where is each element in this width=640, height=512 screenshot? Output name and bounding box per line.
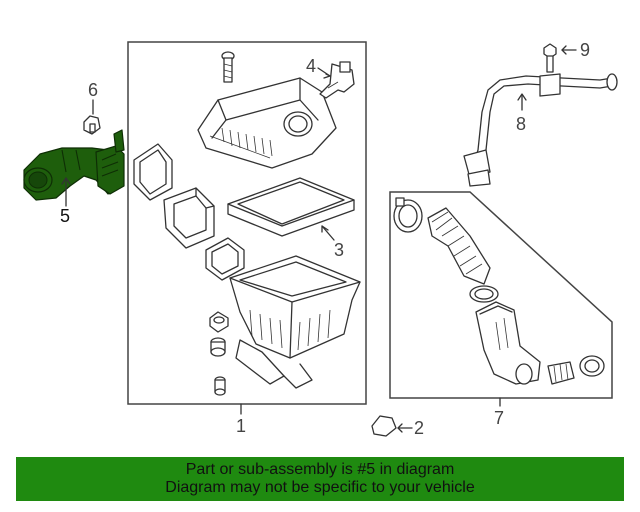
seal-part [205,237,245,281]
duct-adapter-part [163,187,215,249]
banner-line-1: Part or sub-assembly is #5 in diagram [185,461,455,478]
assembly-1-box [127,41,367,405]
grommet-parts [209,311,229,396]
leader-lines-assembly [240,67,335,415]
banner-line-2: Diagram may not be specific to your vehi… [165,479,475,496]
clamp-part [393,197,423,233]
callout-2: 2 [414,418,424,438]
callout-6: 6 [88,80,98,100]
gasket-part [133,143,173,201]
callout-7: 7 [494,408,504,428]
upper-housing-part [197,77,337,169]
callout-5: 5 [60,206,70,226]
corrugated-hose-part [427,207,499,303]
callout-4: 4 [306,56,316,76]
callout-3: 3 [334,240,344,260]
clip-part-2 [371,415,413,437]
sensor-part-4 [319,61,355,99]
bolt-part [221,51,235,83]
highlighted-part-5 [23,129,125,207]
filter-element-part-3 [227,177,355,237]
lower-housing-part [229,255,361,389]
assembly-7-box [389,191,613,399]
callout-8: 8 [516,114,526,134]
part-6 [83,99,101,135]
callout-1: 1 [236,416,246,436]
elbow-duct-part [475,301,605,407]
tube-part-8 [463,73,618,187]
bolt-part-9 [543,43,577,73]
callout-9: 9 [580,40,590,60]
info-banner: Part or sub-assembly is #5 in diagram Di… [16,457,624,501]
